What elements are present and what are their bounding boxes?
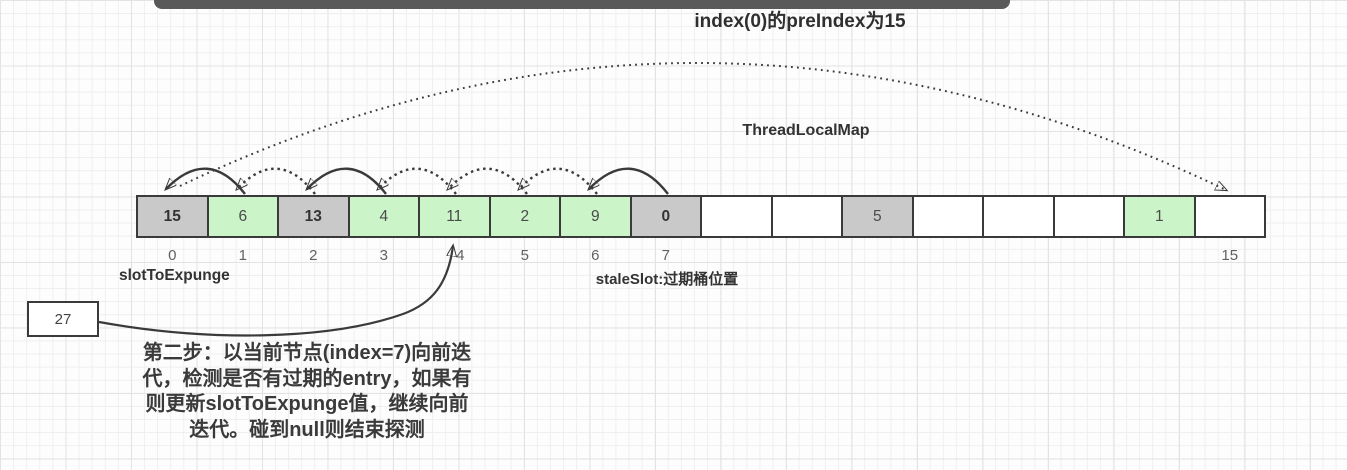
callout-box-27: 27 [27,301,99,337]
collapsed-shape-bar [154,0,1010,9]
cell-value: 9 [590,207,600,225]
index-label-15: 15 [1221,247,1239,264]
diagram-title: index(0)的preIndex为15 [694,11,906,32]
stale-slot-label: staleSlot:过期桶位置 [595,271,739,288]
index-label-4: 4 [456,247,465,264]
index-label-6: 6 [591,247,600,264]
step-note-line: 则更新slotToExpunge值，继续向前 [145,393,469,415]
array-cell-13 [1053,196,1124,237]
array-cell-1: 6 [207,196,278,237]
cell-value: 4 [379,207,389,225]
array-cell-9 [771,196,842,237]
threadlocalmap-label: ThreadLocalMap [742,122,870,139]
array-cell-0: 15 [137,196,208,237]
hop-arc-2-to-1 [237,167,316,195]
index-label-0: 0 [168,247,177,264]
threadlocalmap-array: 15 6 13 4 11 2 9 0 5 1 [136,195,1266,238]
array-cell-11 [912,196,983,237]
array-cell-2: 13 [278,196,349,237]
step-note-line: 代，检测是否有过期的entry，如果有 [142,367,472,390]
index-label-3: 3 [379,247,388,264]
cell-value: 6 [238,207,248,225]
slot-to-expunge-label: slotToExpunge [119,267,230,284]
array-cell-5: 2 [489,196,560,237]
callout-box-value: 27 [54,310,72,328]
array-cell-3: 4 [348,196,419,237]
index-label-1: 1 [238,247,247,264]
cell-value: 15 [163,207,181,225]
array-cell-10: 5 [842,196,913,237]
array-cell-7: 0 [630,196,701,237]
array-cell-12 [983,196,1054,237]
array-cell-15 [1194,196,1265,237]
hop-arc-5-to-4 [448,167,528,195]
index-label-5: 5 [520,247,529,264]
cell-value: 0 [661,207,671,225]
array-cell-6: 9 [560,196,631,237]
step-note-line: 迭代。碰到null则结束探测 [189,418,425,441]
array-cell-8 [701,196,772,237]
hop-arc-4-to-3 [378,167,457,195]
cell-value: 13 [304,207,322,225]
cell-value: 1 [1154,207,1164,225]
index-label-2: 2 [309,247,318,264]
hop-arc-3-to-2 [307,167,387,195]
step-note-line: 第二步：以当前节点(index=7)向前迭 [142,342,472,364]
hop-arc-6-to-5 [519,167,598,195]
array-cell-4: 11 [419,196,490,237]
step-note: 第二步：以当前节点(index=7)向前迭 代，检测是否有过期的entry，如果… [103,341,511,443]
index-label-7: 7 [661,247,670,264]
cell-value: 11 [446,207,463,225]
cell-value: 2 [520,207,530,225]
hop-arc-1-to-0 [166,167,246,195]
array-cell-14: 1 [1124,196,1195,237]
hop-arc-7-to-6 [589,167,669,195]
cell-value: 5 [872,207,882,225]
